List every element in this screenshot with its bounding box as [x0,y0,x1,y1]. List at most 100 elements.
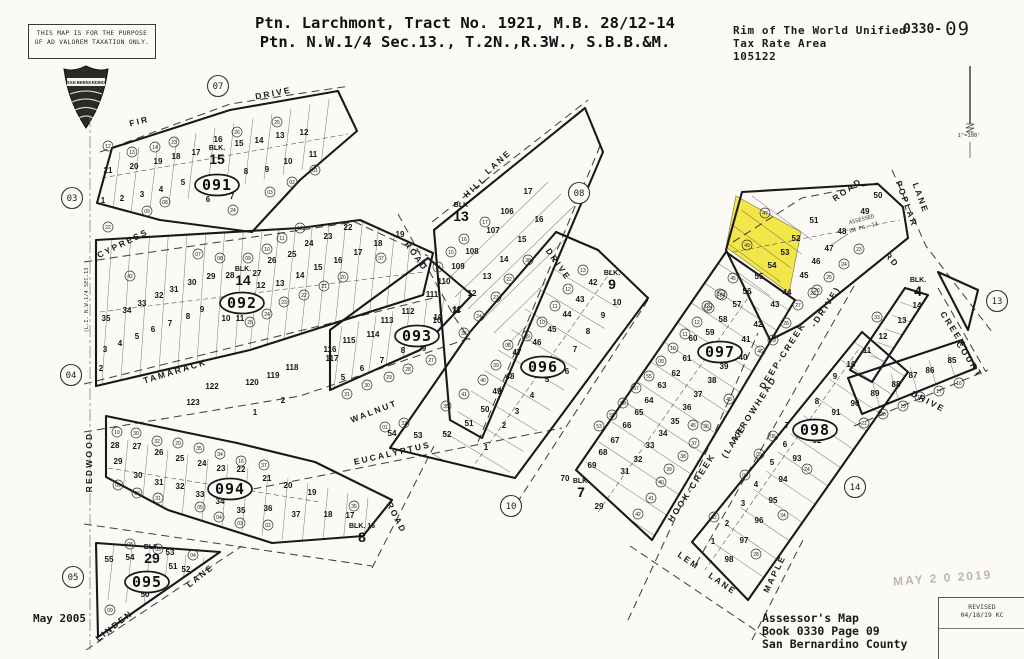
block-ellipse [697,340,743,364]
lot-number: 88 [892,380,901,389]
lot-number: 32 [634,455,643,464]
lot-number: 6 [565,367,570,376]
parcel-circle-number: 53 [596,424,602,430]
lot-number: 2 [725,519,730,528]
parcel-circle [914,391,926,403]
lot-number: 53 [414,431,423,440]
parcel-circle [606,409,618,421]
block-ellipse [207,477,253,501]
parcel-circle-number: 31 [155,496,161,502]
lot-number: 91 [832,408,841,417]
lot-number: 115 [343,336,356,345]
lot-number: 1 [253,408,258,417]
lot-number: 17 [354,248,363,257]
blk-number: 7 [577,484,585,500]
blk-label: BLK. [573,478,589,485]
seal-text: SAN BERNARDINO [67,80,106,85]
parcel-circle-number: 37 [378,256,384,262]
parcel-circle [688,437,700,449]
parcel-circle-number: 31 [344,392,350,398]
parcel-circle [172,437,184,449]
parcel-circle-number: 13 [580,268,586,274]
parcel-circle [750,548,762,560]
lot-number: 35 [102,314,111,323]
lot-number: 58 [719,315,728,324]
lot-number: 17 [192,148,201,157]
lot-number: 13 [483,272,492,281]
parcel-circle-number: 55 [646,374,652,380]
parcel-circle-number: 21 [321,284,327,290]
parcel-circle [318,280,330,292]
lot-number: 40 [739,353,748,362]
lot-number: 8 [401,346,406,355]
lot-number: 45 [800,271,809,280]
parcel-circle-number: 42 [635,512,641,518]
highlighted-parcel[interactable] [725,195,802,294]
parcel-circle [953,377,965,389]
lot-number: 112 [402,307,415,316]
lot-number: 5 [181,178,186,187]
lot-number: 3 [140,190,145,199]
parcel-circle-number: 58 [620,401,626,407]
parcel-circle-number: 30 [133,431,139,437]
parcel-circle-number: 28 [753,552,759,558]
street-label: CYPRESS [95,227,150,261]
street-label: WALNUT [349,398,399,425]
page-ref-circle [61,565,85,589]
lot-number: 6 [151,325,156,334]
parcel-circle-number: 17 [936,389,942,395]
parcel-circle [244,316,256,328]
map-date: May 2005 [33,612,86,625]
lot-number: 32 [155,291,164,300]
lot-number: 22 [237,465,246,474]
lot-number: 53 [166,548,175,557]
lot-number: 19 [308,488,317,497]
parcel-circle-number: 11 [552,304,557,310]
block-number: 094 [215,480,245,498]
lot-number: 116 [324,345,337,354]
parcel-circle [286,176,298,188]
lot-number: 14 [500,255,509,264]
parcel-circle [703,302,715,314]
lot-number: 42 [589,278,598,287]
parcel-circle [522,254,534,266]
parcel-circle-number: 27 [428,358,434,364]
lot-number: 35 [671,417,680,426]
lot-number: 16 [334,256,343,265]
parcel-circle-number: 23 [171,140,177,146]
block-ellipse [219,291,265,315]
parcel-circle [398,417,410,429]
lot-number: 30 [134,471,143,480]
parcel-circle-number: 02 [265,523,271,529]
lot-number: 52 [443,430,452,439]
parcel-circle [479,216,491,228]
parcel-circle [149,141,161,153]
lot-number: 28 [226,271,235,280]
parcel-circle-number: 29 [770,338,776,344]
parcel-circle-number: 17 [482,220,488,226]
lot-number: 21 [104,166,113,175]
parcel-circle [727,272,739,284]
lot-number: 59 [706,328,715,337]
lot-number: 87 [909,371,918,380]
lot-number: 21 [263,474,272,483]
lot-number: 51 [810,216,819,225]
lot-number: 29 [207,272,216,281]
parcel-circle [741,239,753,251]
page-ref-number: 13 [992,297,1003,307]
parcel-circle-number: 08 [162,200,168,206]
lot-number: 6 [206,195,211,204]
blk-label: BLK. [910,277,926,284]
parcel-circle-number: 28 [405,367,411,373]
parcel-circle [807,287,819,299]
lot-number: 19 [396,230,405,239]
block-number: 096 [528,358,558,376]
parcel-circle [667,342,679,354]
lot-number: 2 [120,194,125,203]
lot-number: 5 [770,458,775,467]
page-ref-number: 08 [574,189,585,199]
page-ref-number: 07 [213,82,224,92]
lot-number: 20 [284,481,293,490]
parcel-circle [655,476,667,488]
parcel-circle-number: 09 [115,483,121,489]
